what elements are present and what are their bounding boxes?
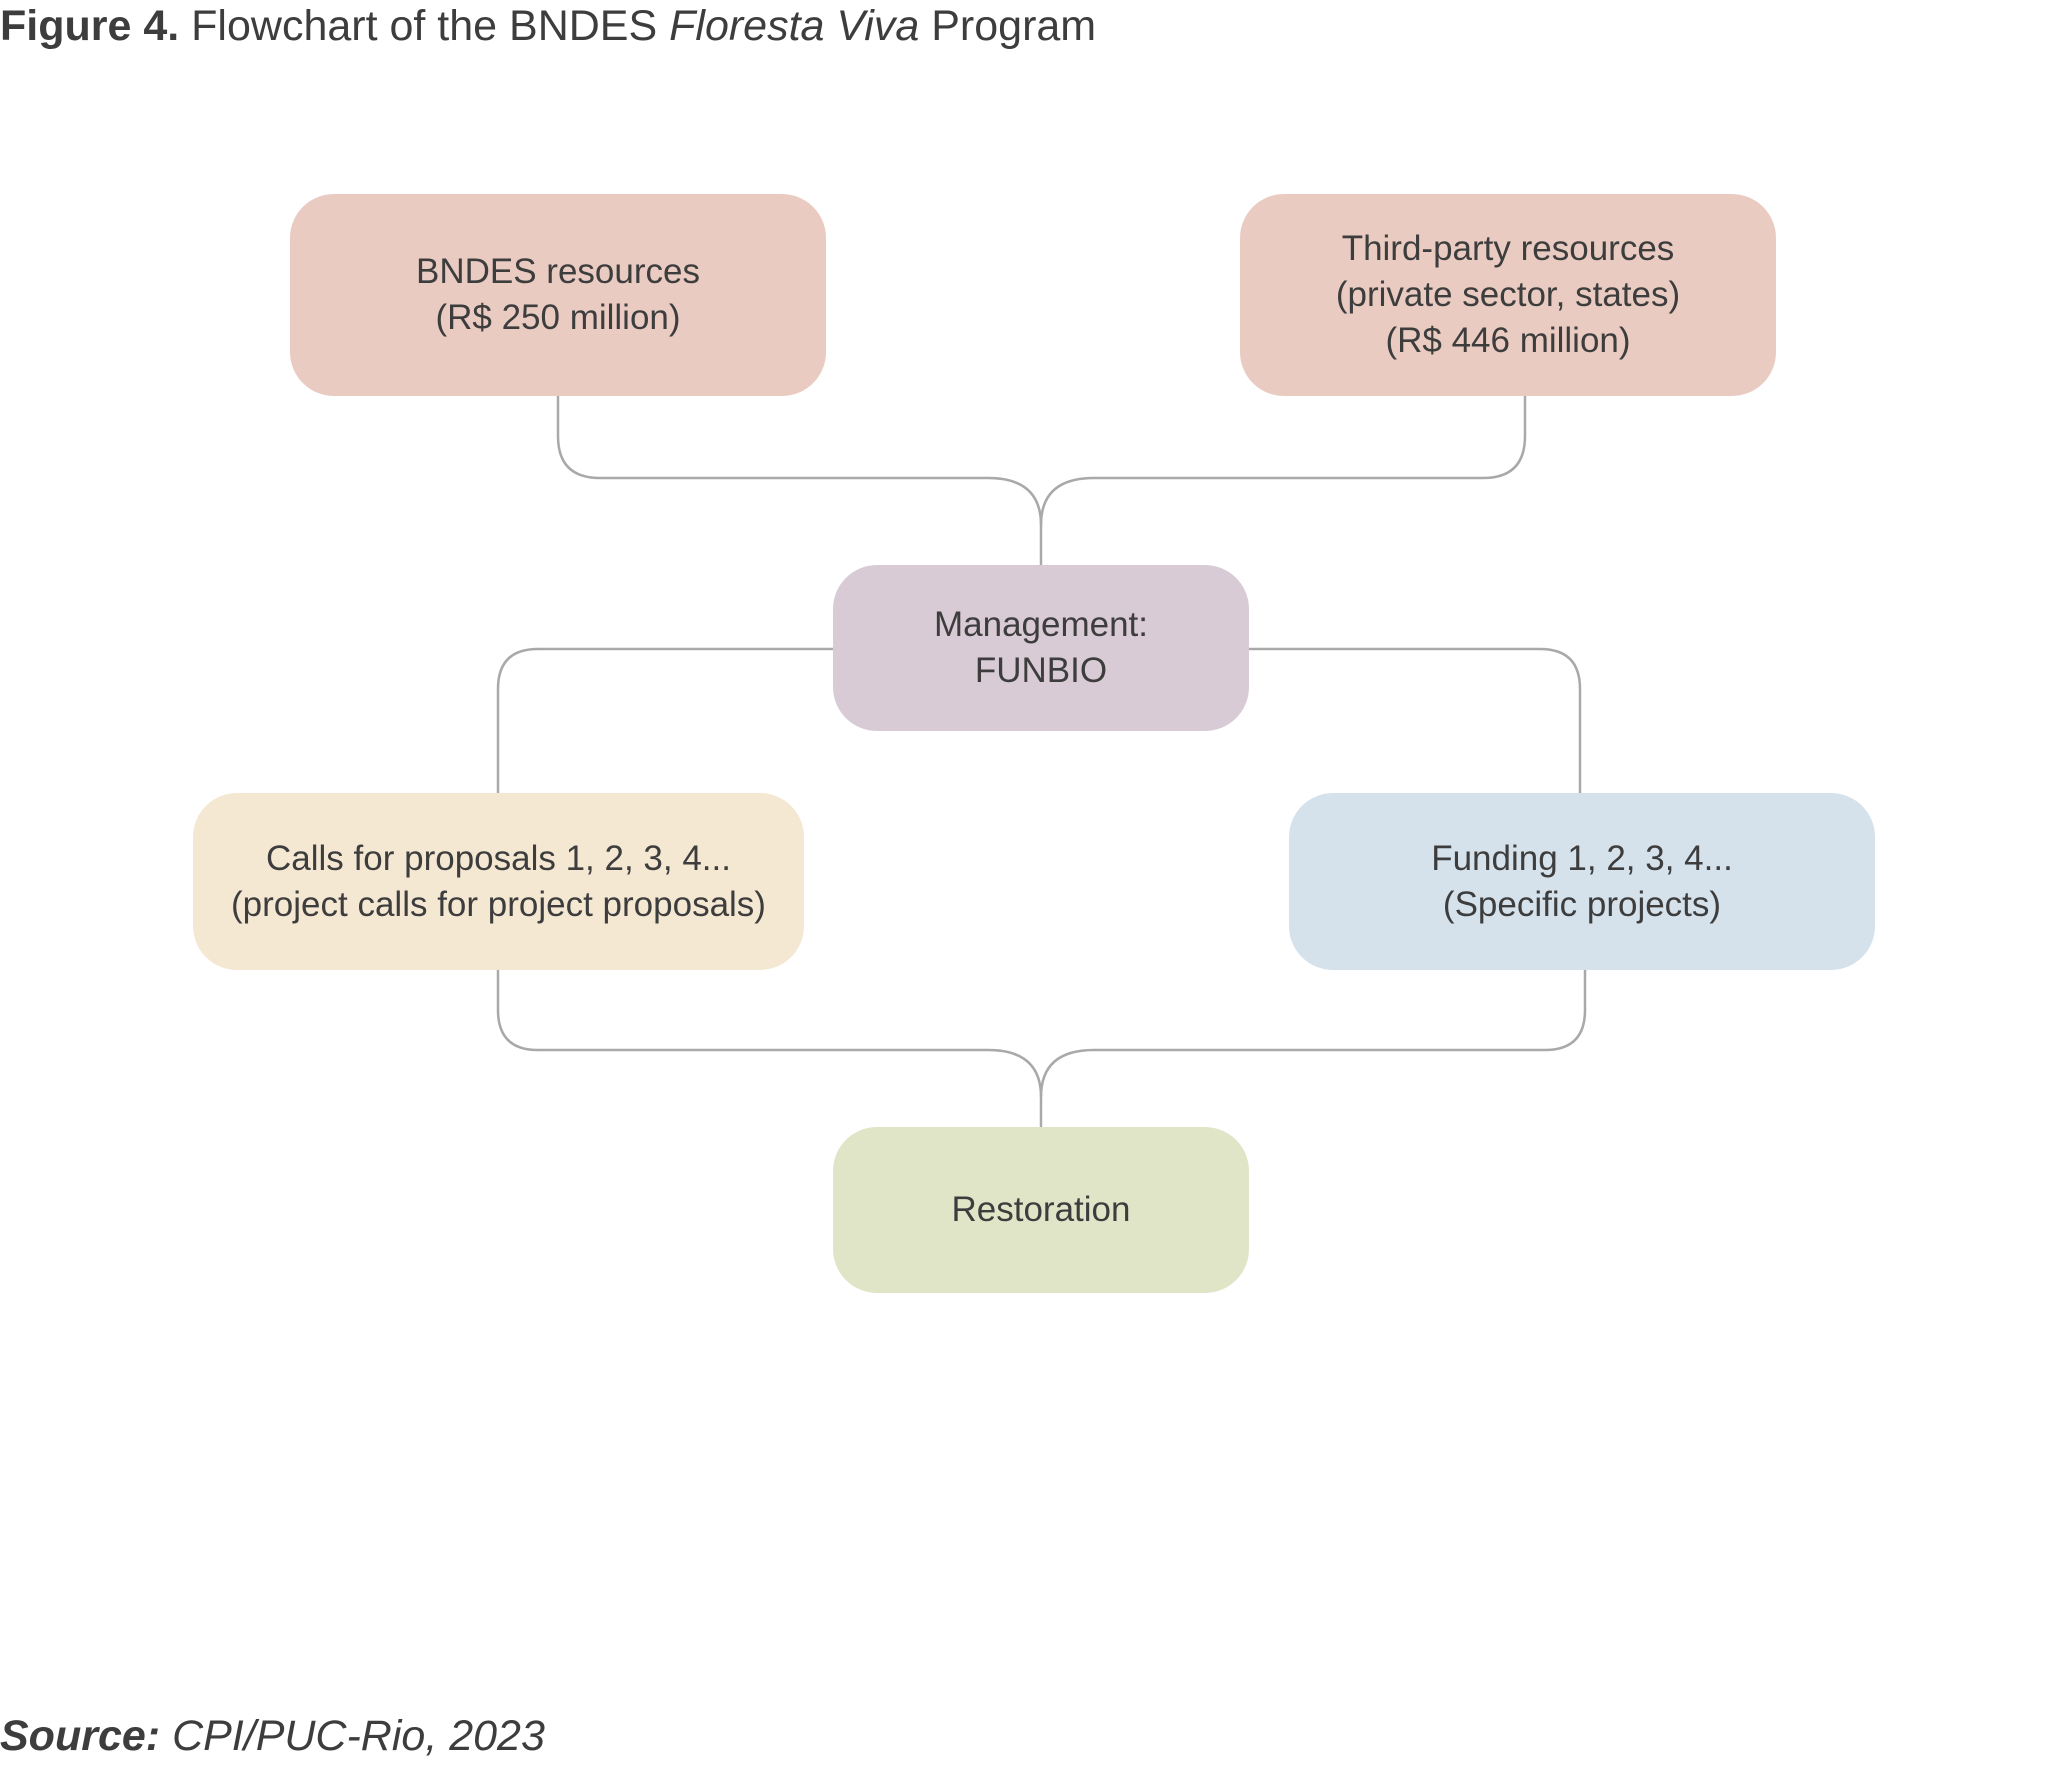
- node-bndes-line-1: BNDES resources: [416, 252, 700, 291]
- source-label: Source:: [0, 1712, 161, 1760]
- figure-title-before: Flowchart of the BNDES: [191, 2, 658, 50]
- node-third-party-line-2: (private sector, states): [1335, 275, 1681, 314]
- node-management-funbio: Management: FUNBIO: [833, 565, 1249, 731]
- node-funding-line-2: (Specific projects): [1442, 884, 1722, 924]
- node-third-party-line-3: (R$ 446 million): [1385, 321, 1631, 360]
- node-management-line-1: Management:: [933, 605, 1149, 644]
- node-funding: Funding 1, 2, 3, 4... (Specific projects…: [1289, 793, 1875, 970]
- figure-title-after: Program: [931, 2, 1097, 50]
- connector-bndes-to-management: [556, 396, 1043, 565]
- node-bndes-line-2: (R$ 250 million): [435, 298, 681, 337]
- figure-label: Figure 4.: [0, 2, 180, 50]
- node-calls-line-1: Calls for proposals 1, 2, 3, 4...: [266, 838, 731, 878]
- figure-caption: Figure 4. Flowchart of the BNDES Florest…: [0, 0, 1096, 52]
- connector-funding-to-restoration: [1039, 970, 1587, 1098]
- source-text: CPI/PUC-Rio, 2023: [172, 1712, 545, 1760]
- connector-third-to-management: [1039, 396, 1527, 526]
- connector-management-to-funding: [1249, 647, 1582, 793]
- node-calls-line-2: (project calls for project proposals): [231, 884, 766, 924]
- node-funding-line-1: Funding 1, 2, 3, 4...: [1431, 838, 1733, 878]
- node-third-party-resources: Third-party resources (private sector, s…: [1240, 194, 1776, 396]
- node-management-line-2: FUNBIO: [974, 651, 1108, 690]
- node-restoration-line-1: Restoration: [951, 1190, 1131, 1229]
- node-calls-for-proposals: Calls for proposals 1, 2, 3, 4... (proje…: [193, 793, 804, 970]
- figure-title-italic: Floresta Viva: [669, 2, 920, 50]
- connector-calls-to-restoration: [496, 970, 1043, 1127]
- source-note: Source: CPI/PUC-Rio, 2023: [0, 1710, 545, 1762]
- connector-management-to-calls: [496, 647, 833, 793]
- node-third-party-line-1: Third-party resources: [1341, 229, 1675, 268]
- node-restoration: Restoration: [833, 1127, 1249, 1293]
- node-bndes-resources: BNDES resources (R$ 250 million): [290, 194, 826, 396]
